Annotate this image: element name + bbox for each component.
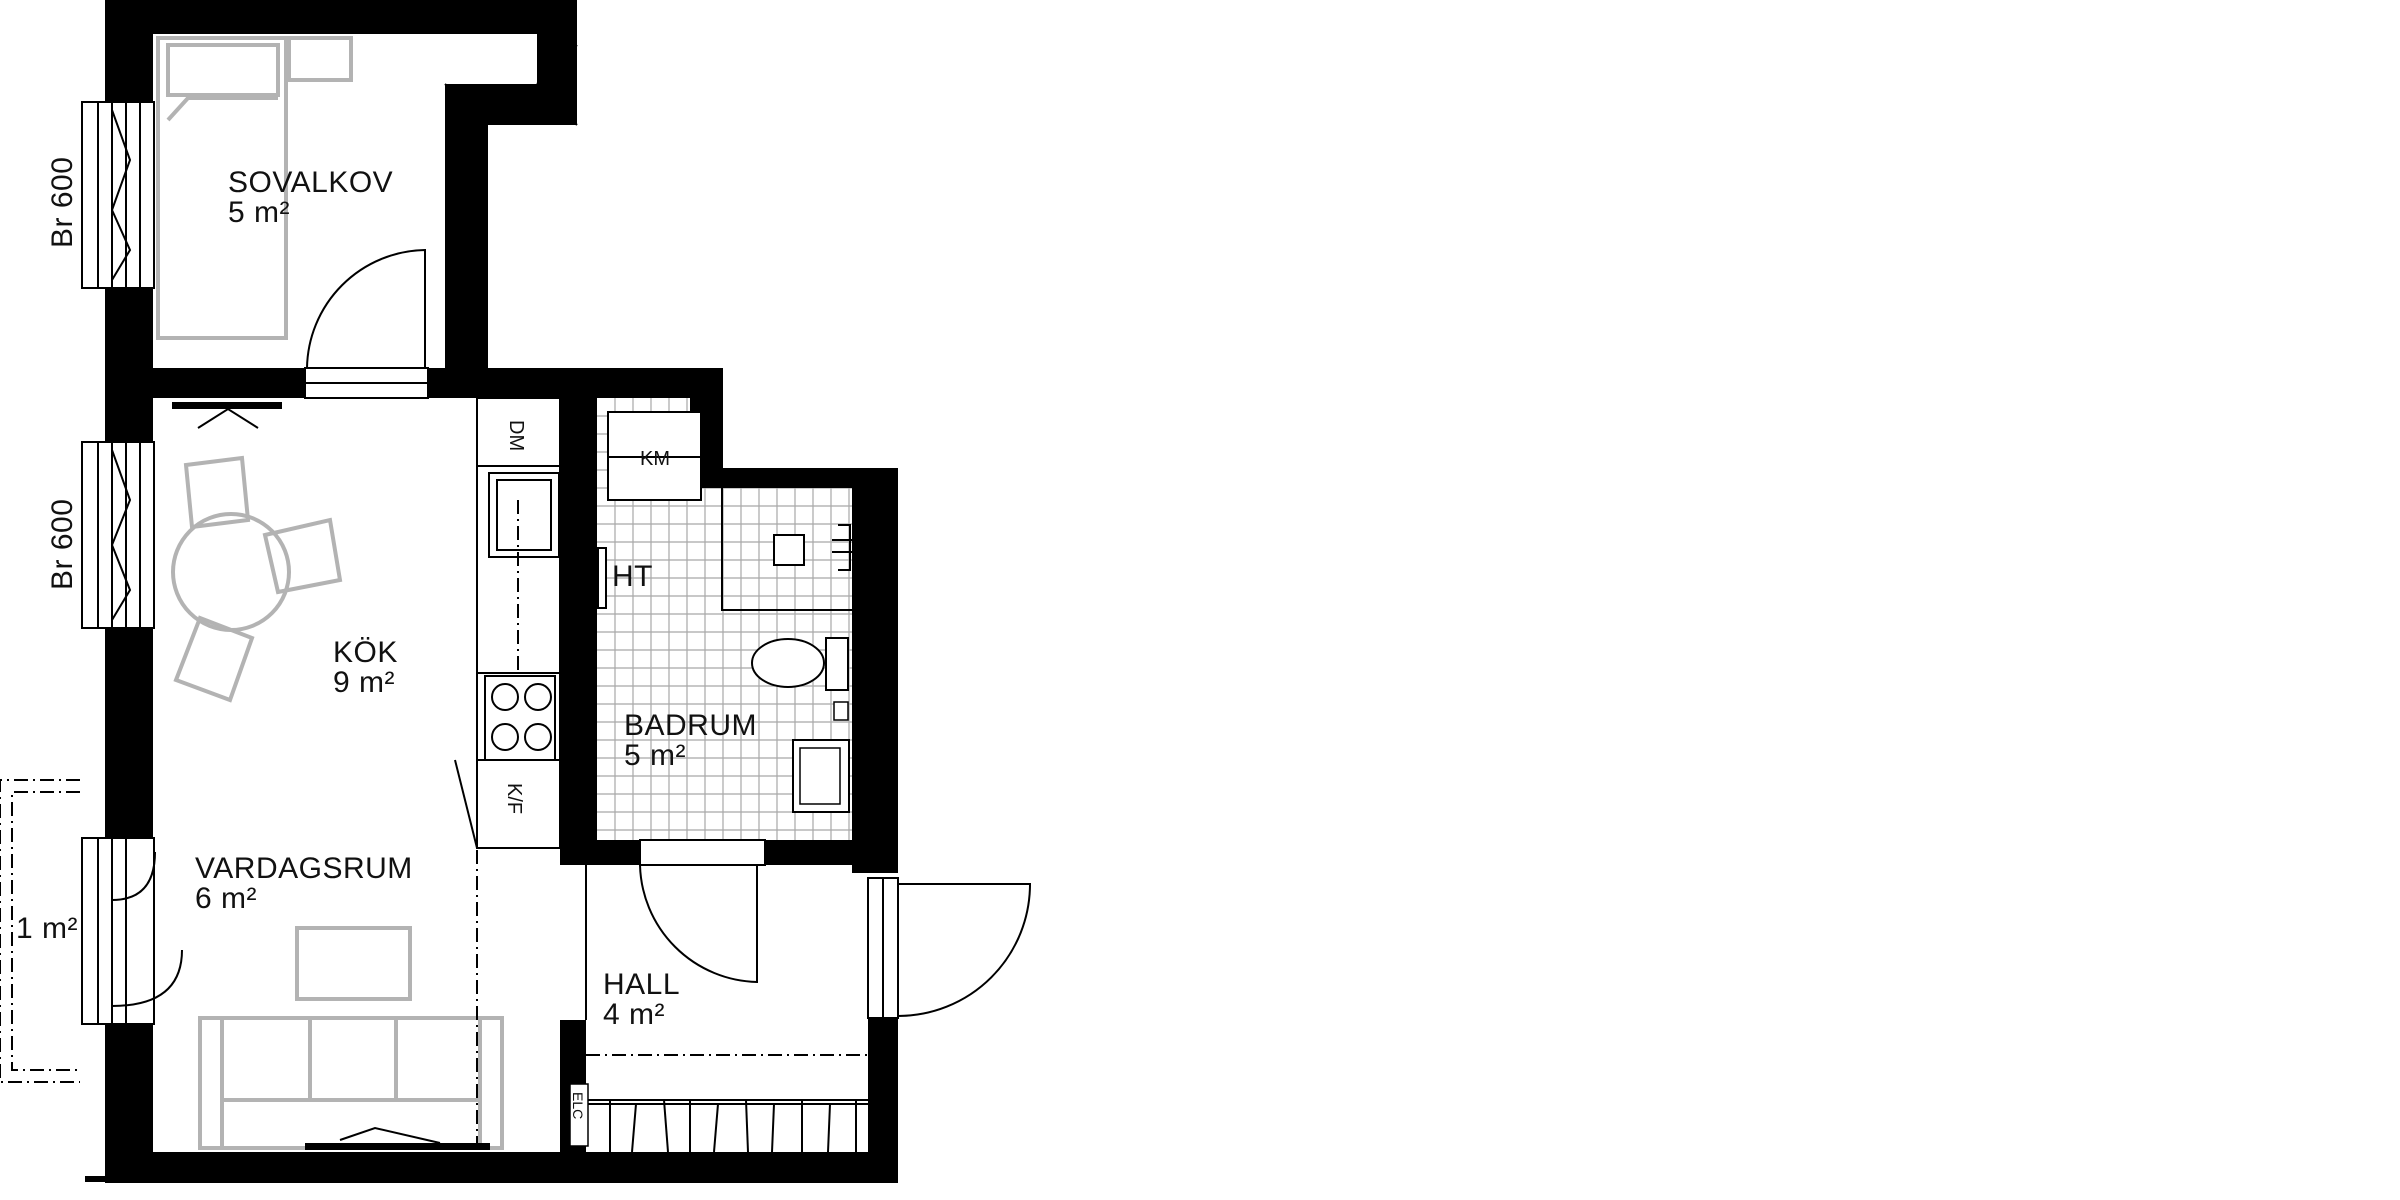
balcony: [0, 779, 80, 1083]
room-area-badrum: 5 m²: [624, 739, 686, 772]
sink: [792, 701, 850, 813]
doors: [304, 248, 1032, 1020]
sofa: [198, 1016, 504, 1150]
bed: [156, 36, 353, 340]
fixture-dishwasher: DM: [505, 420, 527, 451]
fixture-heated-towel-rail: HT: [612, 560, 653, 593]
window-label-upper: Br 600: [46, 157, 79, 248]
kitchen-counter: [454, 397, 561, 849]
heated-towel-rail-shape: [597, 547, 607, 609]
hall-wardrobe: [586, 1054, 868, 1153]
dining-table: [171, 455, 343, 703]
room-name-vardagsrum: VARDAGSRUM: [195, 852, 413, 885]
balcony-area: 1 m²: [16, 912, 78, 945]
window-label-lower: Br 600: [46, 499, 79, 590]
fixture-fridge-freezer: K/F: [503, 783, 525, 814]
walls: [85, 0, 898, 1183]
toilet: [751, 637, 849, 691]
room-name-hall: HALL: [603, 968, 680, 1001]
washing-machine: [607, 411, 702, 501]
room-name-badrum: BADRUM: [624, 709, 757, 742]
room-area-vardagsrum: 6 m²: [195, 882, 257, 915]
wall-lamp: [172, 402, 282, 429]
room-name-kok: KÖK: [333, 636, 398, 669]
fixture-electric-cabinet: ELC: [570, 1092, 586, 1119]
room-name-sovalkov: SOVALKOV: [228, 166, 393, 199]
room-labels: SOVALKOV 5 m² KÖK 9 m² VARDAGSRUM 6 m² B…: [16, 157, 757, 1120]
shower-area: [721, 488, 852, 611]
room-area-hall: 4 m²: [603, 998, 665, 1031]
room-area-kok: 9 m²: [333, 666, 395, 699]
fixture-washing-machine: KM: [640, 448, 670, 470]
electric-cabinet: [569, 1083, 589, 1147]
window-upper: [81, 101, 155, 289]
room-area-sovalkov: 5 m²: [228, 196, 290, 229]
tv-wall-lamp: [305, 1126, 490, 1150]
coffee-table: [295, 926, 412, 1001]
balcony-door: [81, 837, 183, 1025]
window-middle: [81, 441, 155, 629]
